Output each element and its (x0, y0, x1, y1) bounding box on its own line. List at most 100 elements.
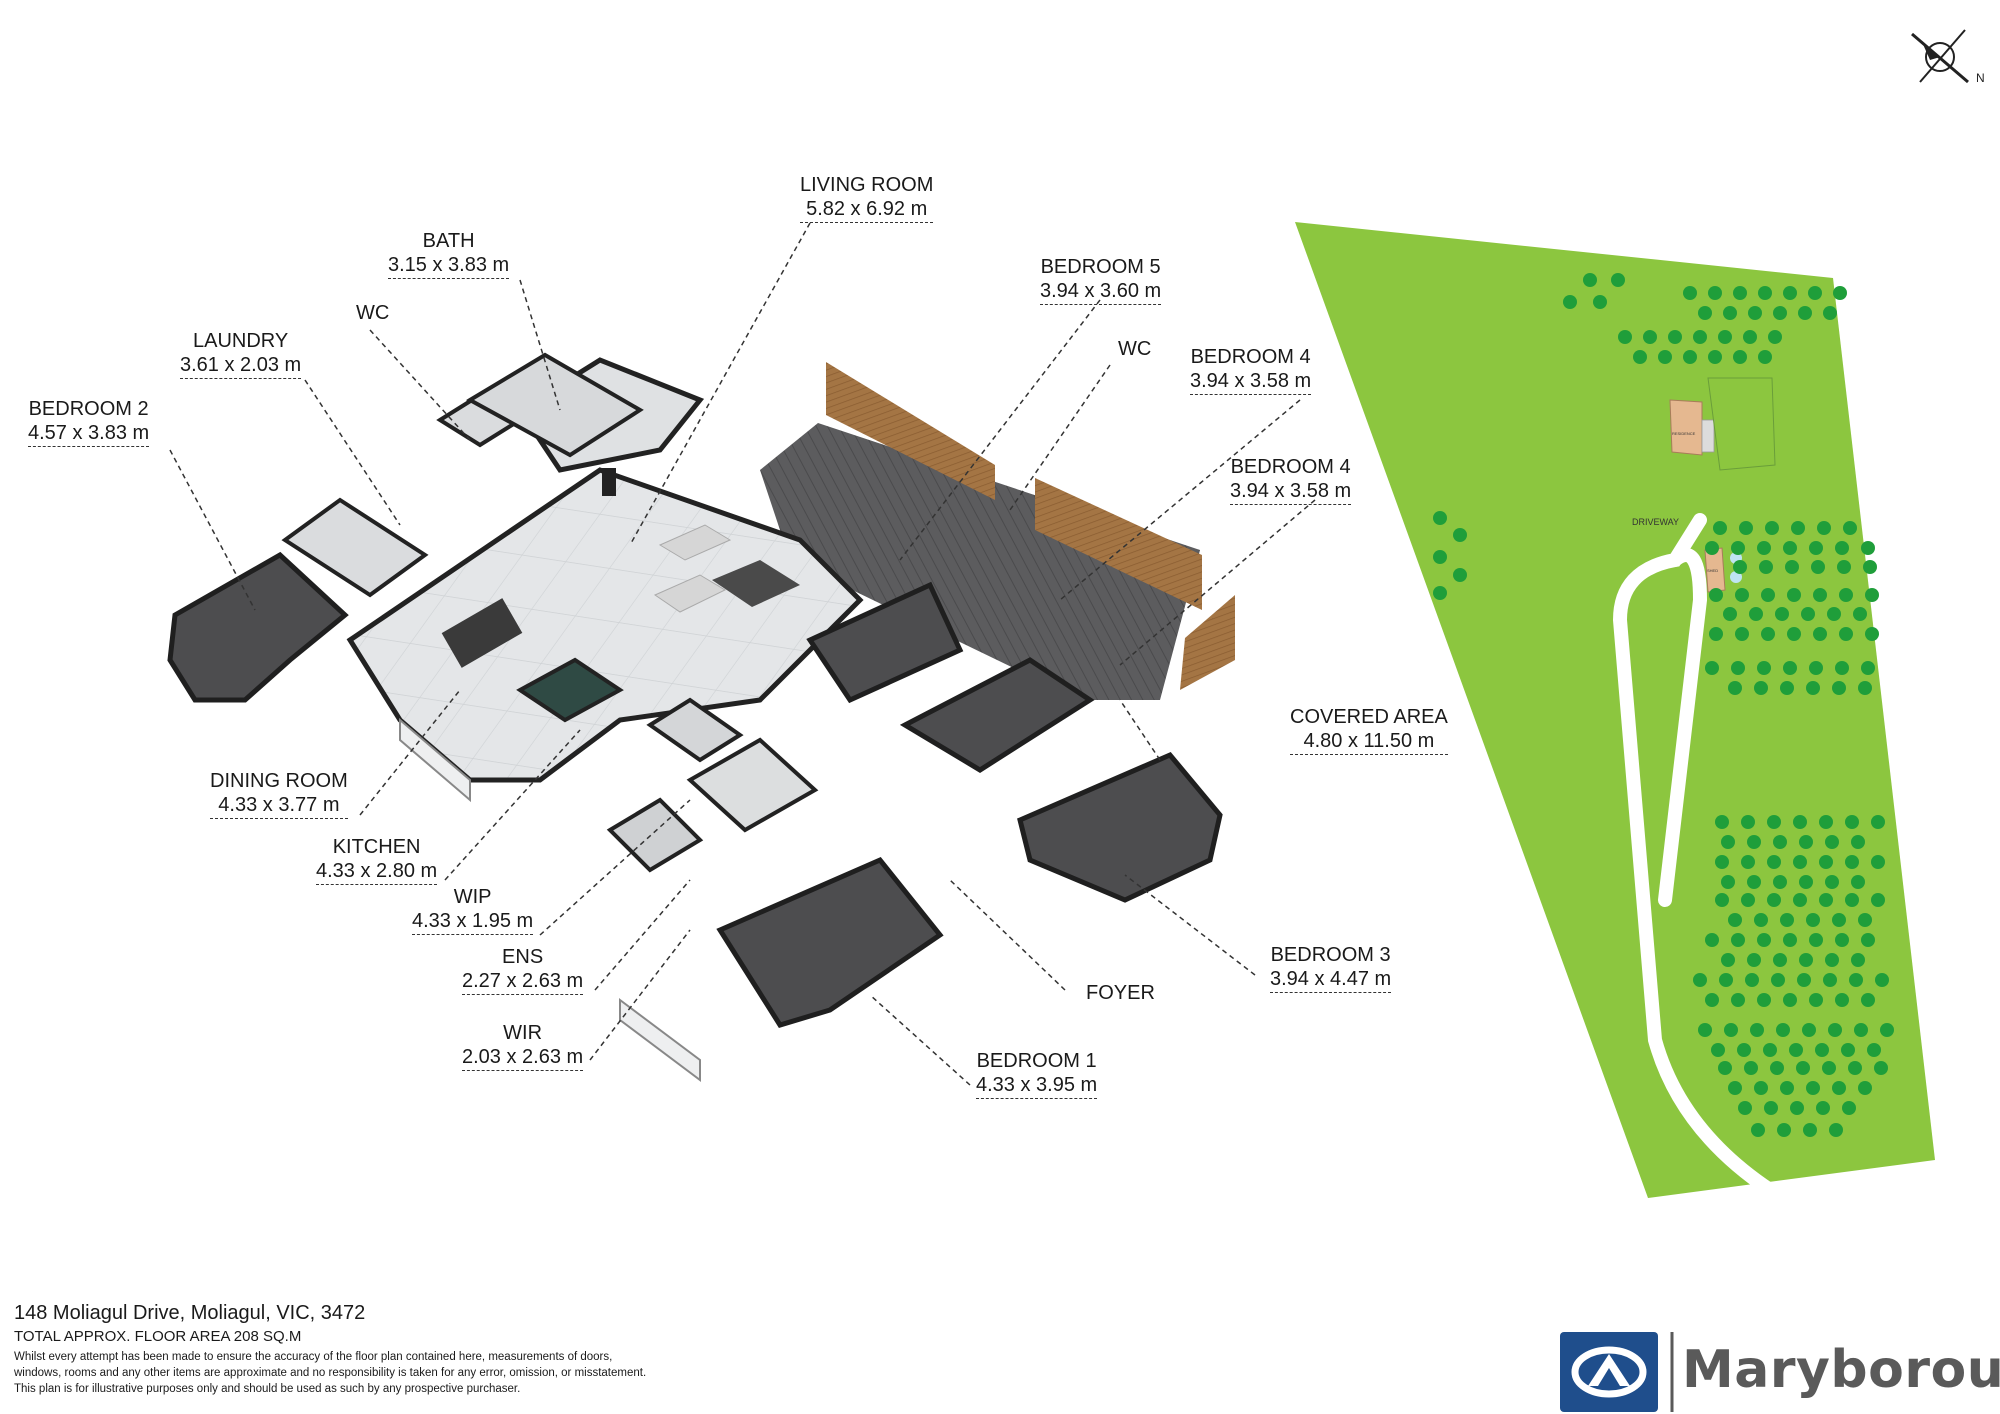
tree-icon (1731, 541, 1745, 555)
disclaimer-line: windows, rooms and any other items are a… (14, 1367, 647, 1380)
plan-footer: 148 Moliagul Drive, Moliagul, VIC, 3472 … (14, 1302, 914, 1397)
tree-icon (1735, 588, 1749, 602)
tree-icon (1747, 953, 1761, 967)
room-label-bedroom-4b: BEDROOM 4 3.94 x 3.58 m (1230, 456, 1352, 506)
tree-icon (1851, 835, 1865, 849)
room-name: BATH (422, 230, 475, 252)
tree-icon (1709, 627, 1723, 641)
tree-icon (1835, 993, 1849, 1007)
tree-icon (1827, 607, 1841, 621)
tree-icon (1799, 835, 1813, 849)
tree-icon (1765, 521, 1779, 535)
tree-icon (1780, 1081, 1794, 1095)
tree-icon (1871, 815, 1885, 829)
tree-icon (1867, 1043, 1881, 1057)
room-name: BEDROOM 1 (976, 1050, 1097, 1072)
tree-icon (1832, 681, 1846, 695)
tree-icon (1767, 893, 1781, 907)
tree-icon (1719, 973, 1733, 987)
tree-icon (1773, 835, 1787, 849)
room-label-ens: ENS 2.27 x 2.63 m (462, 946, 584, 996)
tree-icon (1758, 350, 1772, 364)
room-label-wc-right: WC (1118, 338, 1151, 362)
room-dimensions: 4.57 x 3.83 m (28, 422, 150, 448)
tree-icon (1433, 511, 1447, 525)
tree-icon (1764, 1101, 1778, 1115)
tree-icon (1785, 560, 1799, 574)
tree-icon (1843, 521, 1857, 535)
room-dimensions: 3.94 x 4.47 m (1270, 968, 1392, 994)
tree-icon (1808, 286, 1822, 300)
tree-icon (1833, 286, 1847, 300)
tree-icon (1728, 913, 1742, 927)
tree-icon (1813, 627, 1827, 641)
tree-icon (1767, 815, 1781, 829)
tree-icon (1737, 1043, 1751, 1057)
tree-icon (1733, 350, 1747, 364)
tree-icon (1768, 330, 1782, 344)
tree-icon (1806, 913, 1820, 927)
tree-icon (1802, 1023, 1816, 1037)
room-name: FOYER (1086, 982, 1155, 1004)
leader-lines (169, 222, 1316, 1086)
room-label-covered-area: COVERED AREA 4.80 x 11.50 m (1290, 706, 1448, 756)
tree-icon (1825, 953, 1839, 967)
tree-icon (1819, 855, 1833, 869)
tree-icon (1747, 835, 1761, 849)
room-name: ENS (502, 946, 544, 968)
tree-icon (1780, 681, 1794, 695)
tree-icon (1819, 815, 1833, 829)
tree-icon (1770, 1061, 1784, 1075)
tree-icon (1842, 1101, 1856, 1115)
tree-icon (1583, 273, 1597, 287)
room-name: WC (1118, 338, 1152, 360)
room-dimensions: 3.15 x 3.83 m (388, 254, 510, 280)
tree-icon (1865, 588, 1879, 602)
tree-icon (1731, 661, 1745, 675)
tree-group (1433, 273, 1894, 1137)
tree-icon (1853, 607, 1867, 621)
room-name: KITCHEN (332, 836, 421, 858)
room-dimensions: 4.33 x 3.95 m (976, 1074, 1098, 1100)
tree-icon (1783, 286, 1797, 300)
tree-icon (1721, 953, 1735, 967)
room-dimensions: 4.33 x 3.77 m (210, 794, 348, 820)
tree-icon (1763, 1043, 1777, 1057)
tree-icon (1851, 953, 1865, 967)
tree-icon (1643, 330, 1657, 344)
room-name: COVERED AREA (1290, 706, 1448, 728)
tree-icon (1705, 541, 1719, 555)
tree-icon (1775, 607, 1789, 621)
shed-label: SHED (1707, 568, 1718, 573)
tree-icon (1705, 993, 1719, 1007)
tree-icon (1453, 568, 1467, 582)
tree-icon (1757, 541, 1771, 555)
tree-icon (1744, 1061, 1758, 1075)
room-dimensions: 4.80 x 11.50 m (1290, 730, 1448, 756)
tree-icon (1776, 1023, 1790, 1037)
room-dimensions: 2.03 x 2.63 m (462, 1046, 584, 1072)
tree-icon (1723, 306, 1737, 320)
room-label-bedroom-2: BEDROOM 2 4.57 x 3.83 m (28, 398, 150, 448)
tree-icon (1790, 1101, 1804, 1115)
room-dimensions: 4.33 x 1.95 m (412, 910, 534, 936)
tree-icon (1761, 627, 1775, 641)
tree-icon (1773, 306, 1787, 320)
tree-icon (1799, 953, 1813, 967)
room-dimensions: 3.94 x 3.58 m (1190, 370, 1312, 396)
room-label-wir: WIR 2.03 x 2.63 m (462, 1022, 584, 1072)
tree-icon (1837, 560, 1851, 574)
tree-icon (1747, 875, 1761, 889)
room-dimensions: 3.94 x 3.60 m (1040, 280, 1162, 306)
room-name: LAUNDRY (192, 330, 289, 352)
disclaimer: Whilst every attempt has been made to en… (14, 1349, 814, 1397)
tree-icon (1735, 627, 1749, 641)
tree-icon (1718, 1061, 1732, 1075)
tree-icon (1858, 913, 1872, 927)
room-name: BEDROOM 3 (1270, 944, 1391, 966)
disclaimer-line: Whilst every attempt has been made to en… (14, 1351, 613, 1363)
room-label-kitchen: KITCHEN 4.33 x 2.80 m (316, 836, 438, 886)
tree-icon (1739, 521, 1753, 535)
tree-icon (1823, 973, 1837, 987)
